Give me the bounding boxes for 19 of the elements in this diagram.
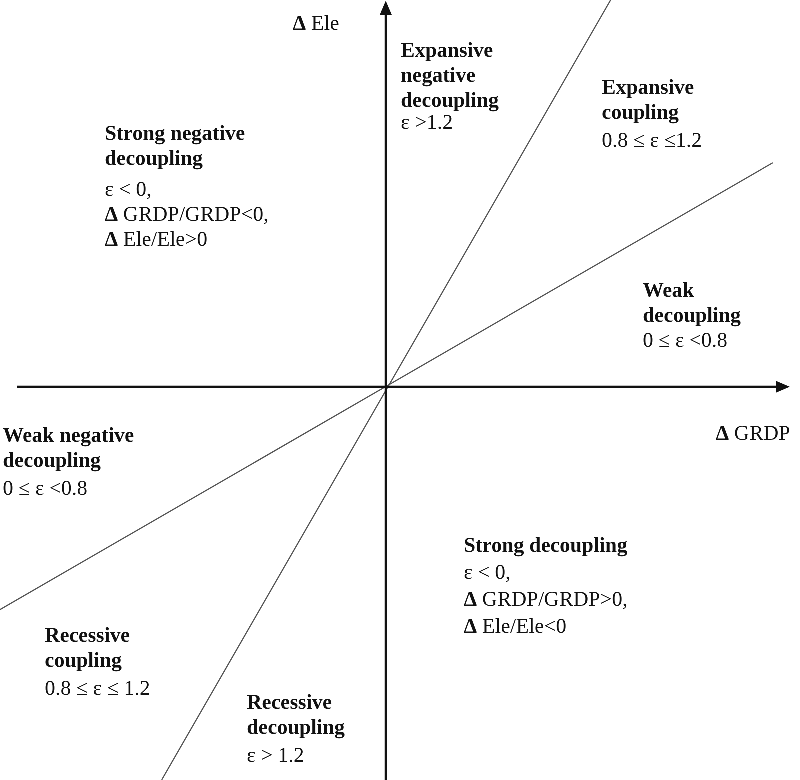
region-title: Weak negative decoupling xyxy=(3,422,136,472)
region-title: Weak decoupling xyxy=(643,278,742,328)
axis-label: Δ GRDP xyxy=(716,420,792,446)
region-condition: Δ GRDP/GRDP<0, xyxy=(105,202,270,226)
region-condition: Δ GRDP/GRDP>0, xyxy=(464,586,629,612)
region-condition: 0.8 ≤ ε ≤ 1.2 xyxy=(45,676,152,700)
region-condition: 0 ≤ ε <0.8 xyxy=(3,476,89,500)
region-title: Expansive coupling xyxy=(602,74,696,124)
region-condition: 0.8 ≤ ε ≤1.2 xyxy=(602,128,704,152)
region-condition: Δ Ele/Ele>0 xyxy=(105,226,209,252)
region-condition: 0 ≤ ε <0.8 xyxy=(643,328,729,352)
region-condition: Δ Ele/Ele<0 xyxy=(464,614,568,638)
axis-label: Δ Ele xyxy=(293,10,340,36)
region-title: Strong decoupling xyxy=(464,532,629,558)
region-condition: ε >1.2 xyxy=(401,110,454,134)
region-condition: ε < 0, xyxy=(464,560,512,584)
region-condition: ε > 1.2 xyxy=(247,742,306,768)
region-condition: ε < 0, xyxy=(105,176,153,202)
region-title: Recessive coupling xyxy=(45,622,132,672)
